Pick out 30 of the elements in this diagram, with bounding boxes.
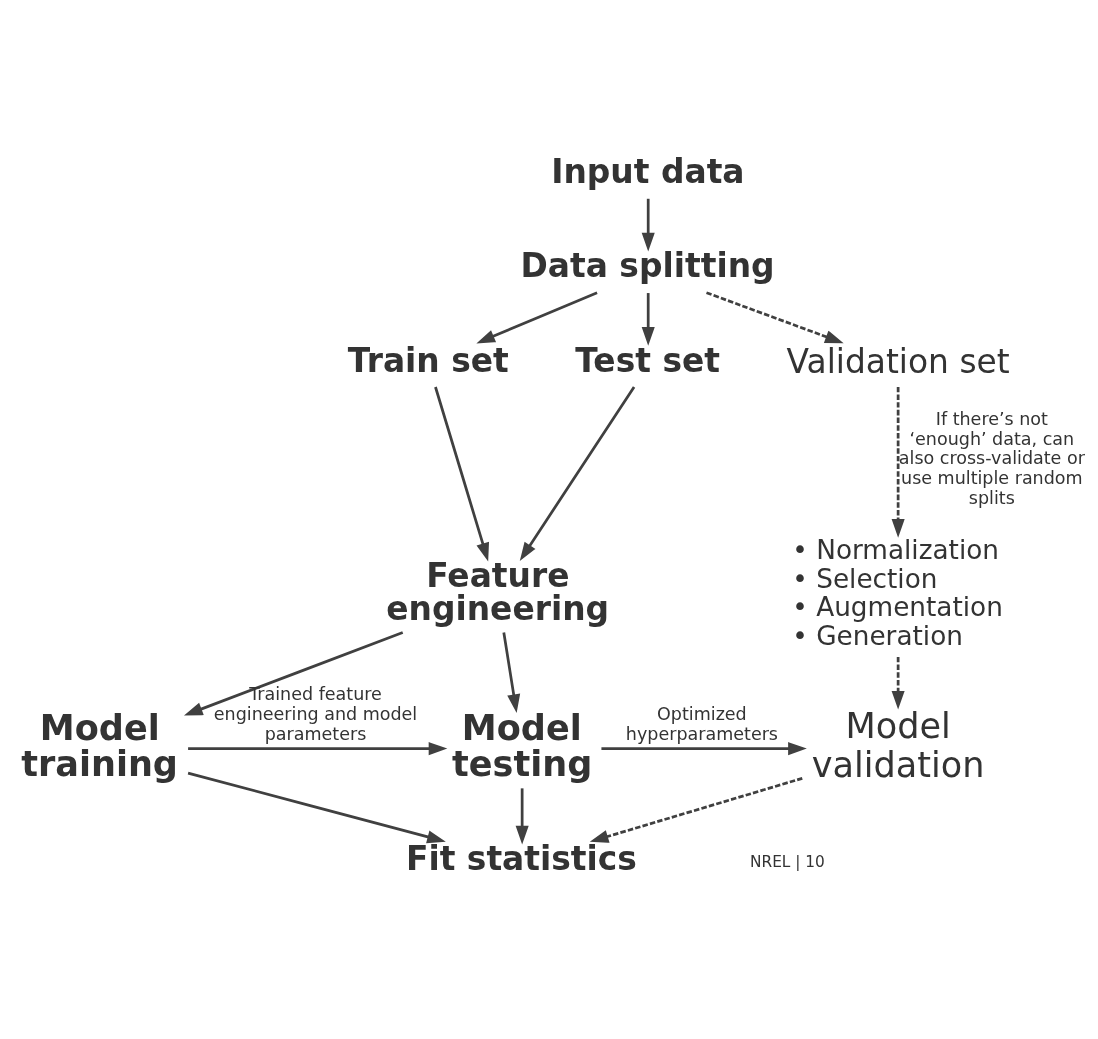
node-text: Fit statistics (405, 839, 637, 879)
node-text: Test set (575, 340, 720, 380)
node-text: Model testing (451, 707, 593, 784)
arrow (502, 632, 521, 713)
node-text: Input data (551, 151, 745, 191)
arrow (476, 291, 598, 344)
node-text: Train set (347, 340, 509, 380)
arrow (641, 198, 655, 252)
arrow (891, 387, 905, 538)
arrow (183, 631, 404, 716)
arrow (706, 291, 844, 344)
arrow (187, 771, 446, 844)
node-text: Validation set (786, 341, 1010, 381)
edge-label: Trained feature engineering and model parameters (213, 684, 418, 744)
arrow (891, 656, 905, 710)
node-text: Model training (21, 707, 178, 784)
arrow (641, 293, 655, 346)
node-text: Model validation (811, 705, 985, 785)
arrow (519, 386, 636, 561)
edge-label: Optimized hyperparameters (625, 703, 778, 744)
node-text: • Normalization • Selection • Augmentation • Generation (792, 535, 1003, 651)
arrow (589, 777, 803, 843)
arrow (434, 386, 490, 562)
node-text: Data splitting (520, 246, 775, 286)
arrow (515, 788, 529, 845)
label: NREL | 10 (750, 853, 825, 872)
node-text: Feature engineering (386, 556, 610, 629)
arrow (601, 742, 807, 756)
edge-label: If there’s not ‘enough’ data, can also cross-validate or use multiple random splits (898, 409, 1085, 508)
arrow (188, 742, 448, 756)
